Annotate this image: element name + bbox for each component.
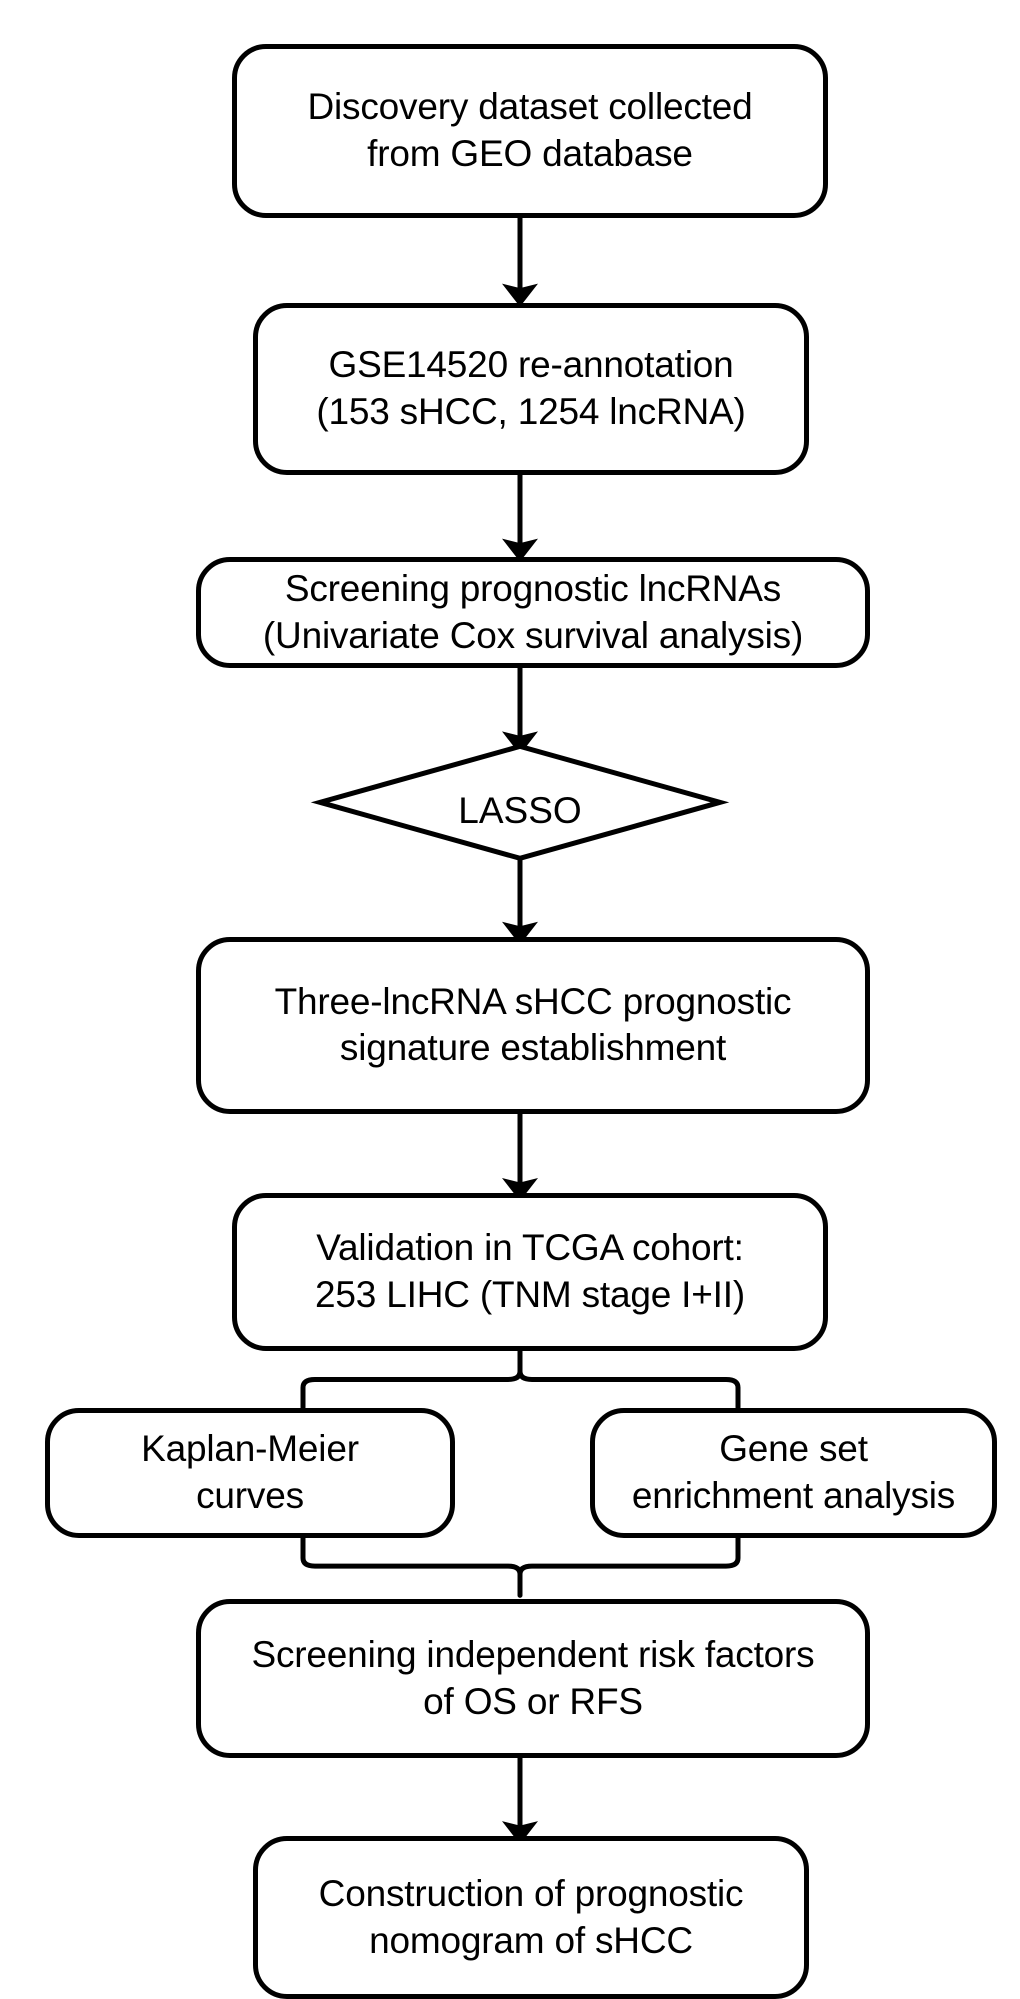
node-tcga-validation[interactable]: Validation in TCGA cohort: 253 LIHC (TNM… (232, 1192, 828, 1351)
node-signature-establishment-label: Three-lncRNA sHCC prognostic signature e… (274, 980, 792, 1069)
node-screening-risk-factors[interactable]: Screening independent risk factors of OS… (196, 1599, 870, 1759)
brace-validation-split (303, 1351, 738, 1408)
node-kaplan-meier-curves[interactable]: Kaplan-Meier curves (45, 1407, 455, 1539)
node-screening-prognostic-lncrnas[interactable]: Screening prognostic lncRNAs (Univariate… (196, 557, 870, 668)
node-gene-set-enrichment-analysis-label: Gene set enrichment analysis (631, 1428, 956, 1516)
node-tcga-validation-label: Validation in TCGA cohort: 253 LIHC (TNM… (315, 1227, 745, 1315)
node-nomogram-construction[interactable]: Construction of prognostic nomogram of s… (253, 1836, 809, 1999)
node-gene-set-enrichment-analysis[interactable]: Gene set enrichment analysis (590, 1407, 997, 1539)
node-discovery-dataset[interactable]: Discovery dataset collected from GEO dat… (232, 43, 828, 219)
node-lasso-label: LASSO (458, 789, 582, 831)
brace-results-merge (303, 1538, 738, 1595)
lasso-diamond-shape (320, 746, 720, 858)
node-nomogram-construction-label: Construction of prognostic nomogram of s… (318, 1872, 744, 1961)
node-gse14520-reannotation[interactable]: GSE14520 re-annotation (153 sHCC, 1254 l… (253, 302, 809, 476)
node-kaplan-meier-curves-label: Kaplan-Meier curves (141, 1428, 359, 1516)
node-gse14520-reannotation-label: GSE14520 re-annotation (153 sHCC, 1254 l… (316, 344, 746, 433)
node-discovery-dataset-label: Discovery dataset collected from GEO dat… (307, 86, 753, 174)
node-screening-risk-factors-label: Screening independent risk factors of OS… (251, 1634, 815, 1722)
node-signature-establishment[interactable]: Three-lncRNA sHCC prognostic signature e… (196, 936, 870, 1114)
node-screening-prognostic-lncrnas-label: Screening prognostic lncRNAs (Univariate… (262, 568, 804, 656)
